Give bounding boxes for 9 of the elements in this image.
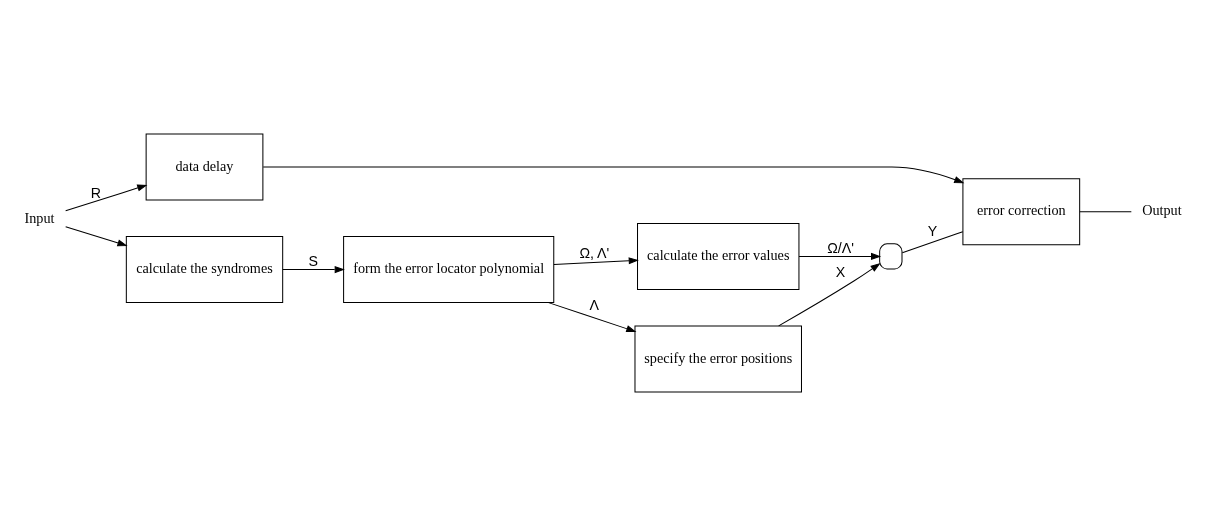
edge-label: Y bbox=[927, 222, 938, 239]
node-text: Input bbox=[24, 209, 55, 226]
edge-label: Ω, Λ' bbox=[579, 244, 610, 261]
edge-label: X bbox=[835, 263, 846, 280]
edge-label: Ω/Λ' bbox=[827, 239, 854, 256]
edge-label: R bbox=[90, 184, 102, 201]
node-text: Output bbox=[1142, 201, 1182, 218]
edge-label: S bbox=[308, 252, 318, 269]
edge-label: Λ bbox=[589, 296, 600, 313]
